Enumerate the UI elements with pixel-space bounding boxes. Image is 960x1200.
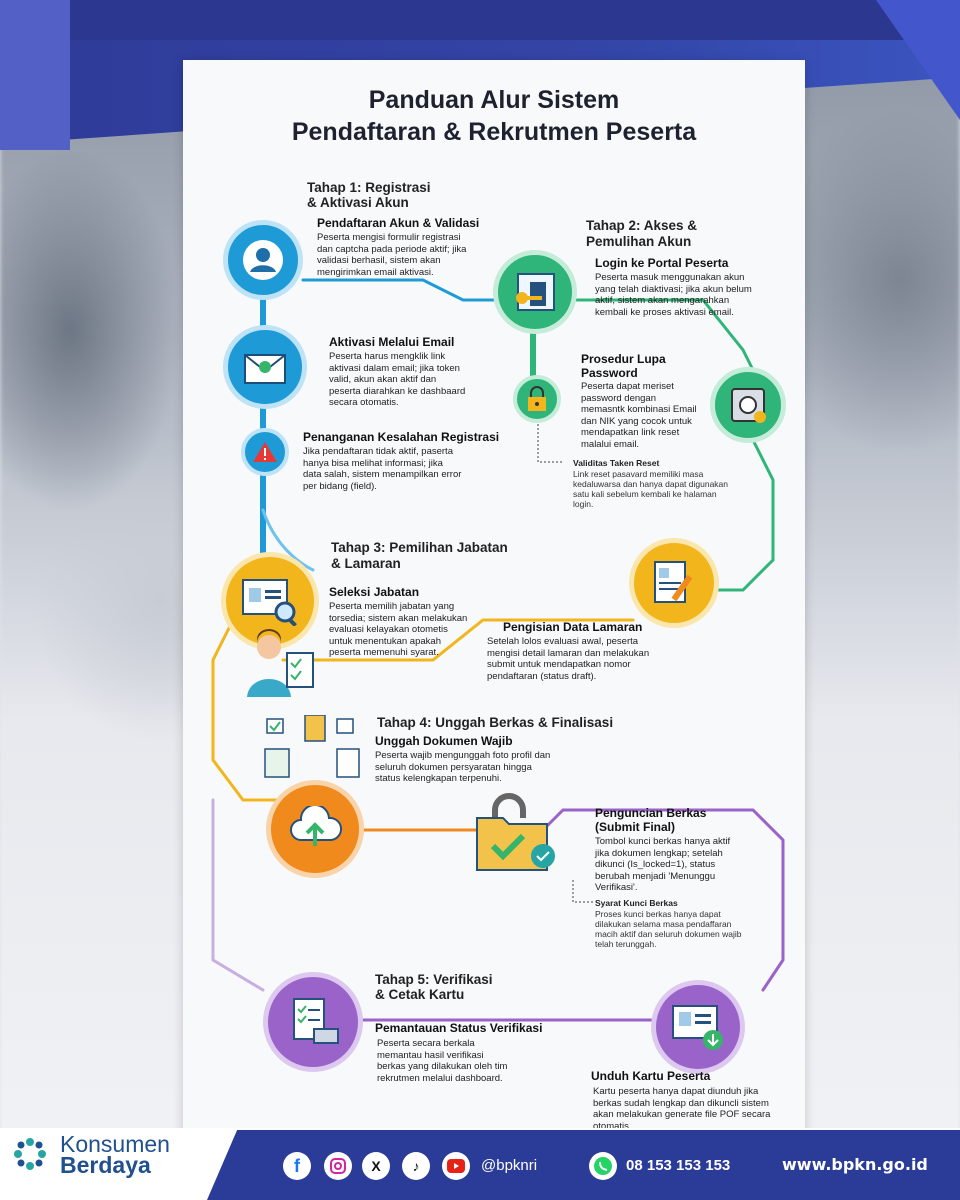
stage4-note-title: Syarat Kunci Berkas (595, 898, 678, 908)
folder-lock-icon (473, 790, 563, 878)
document-icons-cluster (263, 714, 363, 785)
stage1-step2-title: Aktivasi Melalui Email (329, 335, 455, 349)
checklist-printer-icon (263, 972, 363, 1072)
website-link[interactable]: www.bpkn.go.id (782, 1155, 928, 1174)
page-title-line1: Panduan Alur Sistem (368, 86, 620, 114)
stage4-step2-title-line1: Penguncian Berkas (595, 806, 707, 820)
profile-search-icon (221, 552, 319, 650)
brand-name-line2: Berdaya (60, 1152, 151, 1178)
stage2-step2-title-line1: Prosedur Lupa (581, 352, 666, 366)
stage2-note-title: Validitas Taken Reset (573, 458, 660, 468)
stage1-heading-line2: & Aktivasi Akun (307, 195, 409, 210)
stage5-step2-title: Unduh Kartu Peserta (591, 1069, 711, 1083)
stage4-step1-title: Unggah Dokumen Wajib (375, 734, 513, 748)
stage1-step1-title: Pendaftaran Akun & Validasi (317, 216, 480, 230)
stage4-step2-title-line2: (Submit Final) (595, 820, 675, 834)
safe-icon (710, 367, 786, 443)
stage5-heading-line1: Tahap 5: Verifikasi (375, 972, 493, 987)
stage4-step1-text: Peserta wajib mengunggah foto profil dan… (375, 750, 551, 784)
stage3-step1-title: Seleksi Jabatan (329, 585, 420, 599)
person-checklist-icon (243, 625, 315, 701)
stage4-heading: Tahap 4: Unggah Berkas & Finalisasi (377, 715, 614, 730)
stage1-step3-title: Penanganan Kesalahan Registrasi (303, 430, 500, 444)
whatsapp-icon[interactable] (589, 1152, 617, 1180)
page-title-line2: Pendaftaran & Rekrutmen Peserta (291, 118, 697, 146)
stage5-step1-title: Pemantauan Status Verifikasi (375, 1021, 543, 1035)
stage5-heading-line2: & Cetak Kartu (375, 987, 465, 1002)
form-pen-icon (629, 538, 719, 628)
stage3-heading-line1: Tahap 3: Pemilihan Jabatan (331, 540, 508, 555)
instagram-icon[interactable] (324, 1152, 352, 1180)
email-link-icon (223, 325, 307, 409)
stage3-heading-line2: & Lamaran (331, 556, 401, 571)
stage2-heading-line1: Tahap 2: Akses & (586, 218, 698, 233)
x-icon[interactable]: X (362, 1152, 390, 1180)
cloud-upload-icon (266, 780, 364, 878)
warning-icon (241, 428, 289, 476)
stage2-heading-line2: Pemulihan Akun (586, 234, 692, 249)
tiktok-icon[interactable]: ♪ (402, 1152, 430, 1180)
social-handle[interactable]: @bpknri (481, 1157, 538, 1174)
brand-logo-icon (10, 1134, 50, 1174)
youtube-icon[interactable] (442, 1152, 470, 1180)
phone-number[interactable]: 08 153 153 153 (626, 1157, 731, 1174)
stage1-heading-line1: Tahap 1: Registrasi (307, 180, 431, 195)
top-blue-strip (0, 0, 960, 40)
left-blue-accent (0, 0, 70, 150)
id-card-download-icon (651, 980, 745, 1074)
user-icon (223, 220, 303, 300)
stage3-step2-title: Pengisian Data Lamaran (503, 620, 643, 634)
facebook-icon[interactable]: f (283, 1152, 311, 1180)
stage2-step1-title: Login ke Portal Peserta (595, 256, 729, 270)
lock-question-icon (513, 375, 561, 423)
key-door-icon (493, 250, 577, 334)
brand-name-line1: Konsumen (60, 1131, 170, 1157)
infographic-card: Panduan Alur Sistem Pendaftaran & Rekrut… (183, 60, 805, 1138)
stage2-step2-title-line2: Password (581, 366, 638, 380)
